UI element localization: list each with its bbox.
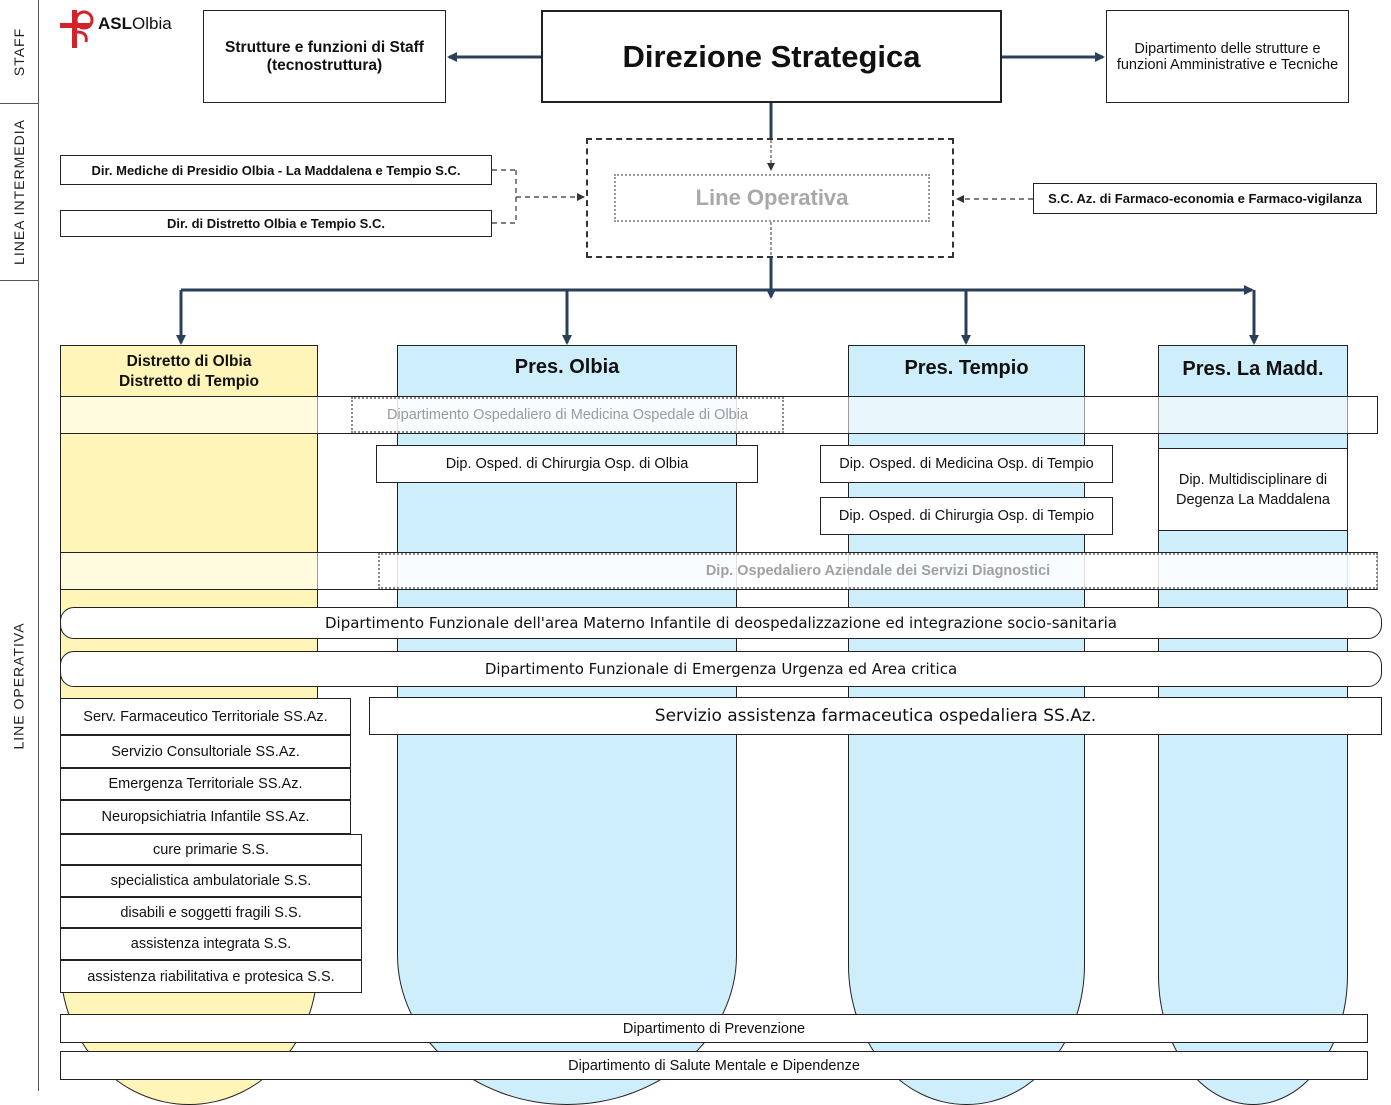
territorial-service-item: Emergenza Territoriale SS.Az. (60, 768, 351, 800)
medicina-tempio-box: Dip. Osped. di Medicina Osp. di Tempio (820, 445, 1113, 483)
territorial-service-item: assistenza riabilitativa e protesica S.S… (60, 960, 362, 993)
farmaco-economia-box: S.C. Az. di Farmaco-economia e Farmaco-v… (1033, 183, 1377, 214)
farmaceutica-ospedaliera-box: Servizio assistenza farmaceutica ospedal… (369, 697, 1382, 735)
territorial-service-item: Servizio Consultoriale SS.Az. (60, 735, 351, 768)
multidisciplinare-maddalena-box: Dip. Multidisciplinare di Degenza La Mad… (1158, 448, 1348, 531)
territorial-service-item: Serv. Farmaceutico Territoriale SS.Az. (60, 698, 351, 735)
medicina-olbia-box: Dipartimento Ospedaliero di Medicina Osp… (351, 397, 784, 433)
dir-distretto-box: Dir. di Distretto Olbia e Tempio S.C. (60, 210, 492, 237)
servizi-diagnostici-box: Dip. Ospedaliero Aziendale dei Servizi D… (378, 553, 1378, 589)
emergenza-urgenza-department: Dipartimento Funzionale di Emergenza Urg… (60, 651, 1382, 687)
line-operativa-dashed-frame (586, 138, 954, 258)
pres-tempio-title: Pres. Tempio (904, 357, 1029, 379)
prevenzione-department: Dipartimento di Prevenzione (60, 1014, 1368, 1043)
direzione-strategica-box: Direzione Strategica (541, 10, 1002, 103)
territorial-service-item: specialistica ambulatoriale S.S. (60, 865, 362, 897)
pres-maddalena-title: Pres. La Madd. (1182, 358, 1324, 380)
chirurgia-olbia-box: Dip. Osped. di Chirurgia Osp. di Olbia (376, 445, 758, 483)
territorial-service-item: disabili e soggetti fragili S.S. (60, 897, 362, 928)
logo-symbol-icon (60, 10, 94, 48)
logo-text: ASLOlbia (98, 14, 172, 33)
asl-olbia-logo: ASLOlbia (58, 8, 198, 50)
chirurgia-tempio-box: Dip. Osped. di Chirurgia Osp. di Tempio (820, 497, 1113, 535)
dir-mediche-presidio-box: Dir. Mediche di Presidio Olbia - La Madd… (60, 155, 492, 185)
materno-infantile-department: Dipartimento Funzionale dell'area Matern… (60, 607, 1382, 639)
territorial-service-item: Neuropsichiatria Infantile SS.Az. (60, 800, 351, 834)
dipartimento-amministrativo-box: Dipartimento delle strutture e funzioni … (1106, 10, 1349, 103)
sidebar-divider (38, 0, 39, 1091)
territorial-service-item: assistenza integrata S.S. (60, 928, 362, 960)
territorial-service-item: cure primarie S.S. (60, 834, 362, 865)
sidebar-separator (0, 280, 38, 281)
pres-olbia-title: Pres. Olbia (514, 356, 620, 378)
distretto-title: Distretto di Olbia Distretto di Tempio (118, 353, 260, 390)
sidebar-separator (0, 103, 38, 104)
line-operativa-box: Line Operativa (614, 174, 930, 222)
staff-structures-box: Strutture e funzioni di Staff (tecnostru… (203, 10, 446, 103)
salute-mentale-department: Dipartimento di Salute Mentale e Dipende… (60, 1051, 1368, 1080)
